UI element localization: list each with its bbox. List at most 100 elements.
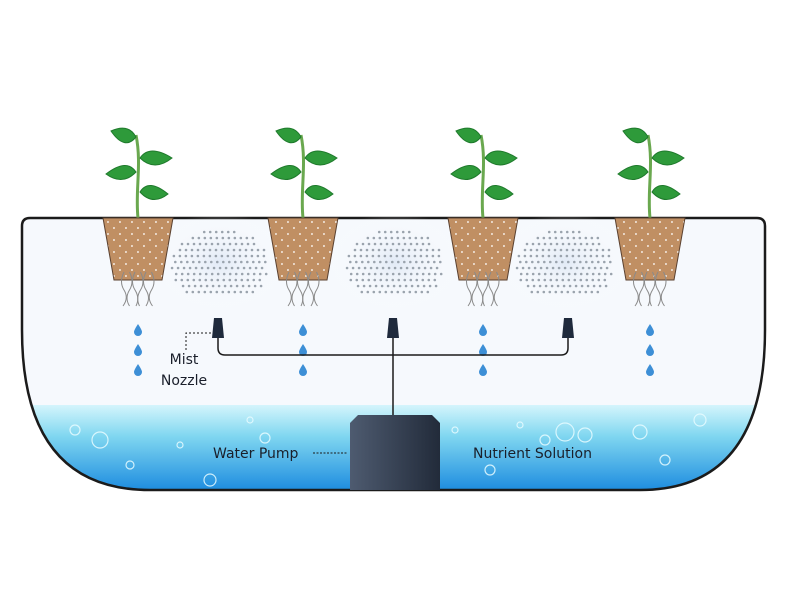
- mist-droplet: [179, 260, 183, 264]
- plant: [267, 127, 339, 376]
- mist-droplet: [555, 242, 559, 246]
- mist-droplet: [221, 236, 225, 240]
- mist-droplet: [566, 236, 570, 240]
- mist-droplet: [228, 242, 232, 246]
- mist-droplet: [365, 254, 369, 258]
- mist-droplet: [401, 254, 405, 258]
- mist-droplet: [185, 260, 189, 264]
- mist-droplet: [372, 290, 376, 294]
- mist-droplet: [250, 254, 254, 258]
- mist-droplet: [192, 272, 196, 276]
- bubbles: [56, 413, 724, 487]
- mist-droplet: [383, 230, 387, 234]
- mist-droplet: [415, 278, 419, 282]
- mist-droplet: [397, 242, 401, 246]
- mist-droplet: [239, 260, 243, 264]
- mist-droplet: [241, 284, 245, 288]
- mist-droplet: [389, 248, 393, 252]
- mist-droplet: [214, 254, 218, 258]
- mist-droplet: [578, 260, 582, 264]
- net-pot: [267, 217, 339, 281]
- mist-droplet: [549, 272, 553, 276]
- mist-droplet: [220, 248, 224, 252]
- mist-droplet: [572, 260, 576, 264]
- mist-droplet: [196, 248, 200, 252]
- mist-droplet: [361, 242, 365, 246]
- mist-droplet: [526, 284, 530, 288]
- mist-droplet: [590, 236, 594, 240]
- mist-droplet: [209, 290, 213, 294]
- mist-pipe: [217, 336, 569, 415]
- mist-droplet: [354, 260, 358, 264]
- mist-droplet: [404, 284, 408, 288]
- leaf-icon: [651, 185, 681, 200]
- water-drop-icon: [646, 324, 654, 336]
- mist-droplet: [529, 254, 533, 258]
- mist-droplet: [426, 236, 430, 240]
- bubble: [56, 466, 64, 474]
- mist-droplet: [262, 254, 266, 258]
- mist-droplet: [396, 236, 400, 240]
- mist-droplet: [597, 272, 601, 276]
- mist-droplet: [252, 242, 256, 246]
- leaf-icon: [484, 150, 518, 166]
- mist-droplet: [554, 236, 558, 240]
- root: [638, 271, 645, 307]
- bubble: [516, 421, 524, 429]
- water-drop-icon: [646, 364, 654, 376]
- mist-droplet: [408, 260, 412, 264]
- bubble: [632, 424, 648, 440]
- root: [313, 271, 320, 307]
- mist-droplet: [389, 230, 393, 234]
- mist-droplet: [398, 284, 402, 288]
- mist-droplet: [371, 248, 375, 252]
- mist-droplet: [550, 284, 554, 288]
- mist-droplet: [419, 248, 423, 252]
- mist-droplet: [565, 230, 569, 234]
- mist-droplet: [426, 290, 430, 294]
- mist-droplet: [596, 290, 600, 294]
- leaf-icon: [622, 127, 649, 144]
- mist-droplet: [227, 290, 231, 294]
- mist-droplet: [385, 272, 389, 276]
- water-drop-icon: [134, 324, 142, 336]
- mist-droplet: [549, 242, 553, 246]
- mist-droplet: [525, 242, 529, 246]
- mist-droplet: [180, 278, 184, 282]
- net-pot: [447, 217, 519, 281]
- nozzle-label: Nozzle: [161, 373, 207, 389]
- mist-droplet: [353, 248, 357, 252]
- bubble: [693, 413, 707, 427]
- mist-droplet: [395, 254, 399, 258]
- mist-droplet: [191, 260, 195, 264]
- mist-droplet: [413, 254, 417, 258]
- bubble: [246, 416, 254, 424]
- mist-droplet: [555, 278, 559, 282]
- leaf-icon: [304, 185, 334, 200]
- mist-droplet: [605, 266, 609, 270]
- mist-droplet: [568, 284, 572, 288]
- mist-droplet: [232, 254, 236, 258]
- mist-droplet: [529, 248, 533, 252]
- mist-droplet: [251, 290, 255, 294]
- mist-droplet: [371, 254, 375, 258]
- mist-droplet: [402, 260, 406, 264]
- mist-droplet: [560, 290, 564, 294]
- mist-droplet: [170, 266, 174, 270]
- mist-droplet: [246, 242, 250, 246]
- water-drop-icon: [646, 344, 654, 356]
- mist-droplet: [571, 254, 575, 258]
- mist-droplet: [543, 272, 547, 276]
- mist-droplet: [535, 248, 539, 252]
- mist-droplet: [409, 242, 413, 246]
- mist-droplet: [373, 278, 377, 282]
- mist-droplet: [577, 254, 581, 258]
- mist-droplet: [603, 278, 607, 282]
- mist-droplet: [519, 272, 523, 276]
- root: [471, 271, 478, 307]
- water-drop-icon: [134, 364, 142, 376]
- mist-droplet: [567, 242, 571, 246]
- bubble: [451, 426, 459, 434]
- mist-droplet: [397, 272, 401, 276]
- mist-droplet: [246, 278, 250, 282]
